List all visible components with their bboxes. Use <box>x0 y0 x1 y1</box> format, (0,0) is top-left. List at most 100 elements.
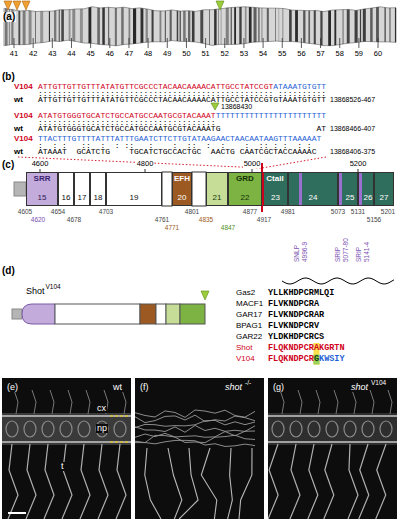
chromosome-band <box>108 4 109 48</box>
division-number: 55 <box>278 50 286 58</box>
domain-name: GRD <box>236 175 254 183</box>
panel-label: (a) <box>2 12 16 22</box>
division-tick <box>52 38 53 48</box>
motif-stripe <box>359 173 362 205</box>
division-tick <box>109 38 110 48</box>
chromosome-band <box>261 4 263 48</box>
green-arrowhead <box>201 291 209 300</box>
sequence: AT <box>316 125 326 133</box>
chromosome-band <box>320 4 322 48</box>
chromosome-band <box>328 4 331 48</box>
residue-number: 4703 <box>99 209 113 216</box>
chromosome-band <box>80 4 83 48</box>
chromosome-band <box>334 4 336 48</box>
domain-box: 19 <box>106 172 162 206</box>
chromosome-band <box>239 4 241 48</box>
aligned-sequence: FLVKNDPCRA <box>268 300 319 309</box>
residue-highlight <box>313 343 319 365</box>
chromosome-band <box>59 4 60 48</box>
protein-name: BPAG1 <box>236 322 262 330</box>
genotype-label: shot <box>350 383 369 392</box>
chromosome-band <box>129 4 131 48</box>
row-name: V104 <box>14 112 33 120</box>
chromosome-band <box>267 4 269 48</box>
structure-label: cx <box>96 404 107 413</box>
division-tick <box>282 38 283 48</box>
sequence: ATATGTGGGTGCATCTGCCATGCCAATGCGTACAAATG <box>38 125 220 133</box>
division-tick <box>339 38 340 48</box>
chromosome-band <box>303 4 305 48</box>
chromosome-band <box>209 4 211 48</box>
chromosome-band <box>177 4 179 48</box>
chromosome-band <box>278 4 280 48</box>
domain-number: 16 <box>62 194 71 202</box>
domain-number: 20 <box>178 194 187 202</box>
residue-number: 4877 <box>243 209 257 216</box>
chromosome-band <box>363 4 366 48</box>
panel-label: (e) <box>6 383 19 392</box>
division-tick <box>14 38 15 48</box>
residue-number: 5141-4 <box>364 242 371 262</box>
chromosome-band <box>5 4 8 48</box>
chromosome-band <box>295 4 298 48</box>
row-name: V104 <box>14 83 33 91</box>
micrograph <box>268 378 397 519</box>
residue-number: 4605 <box>18 209 32 216</box>
chromosome-band <box>314 4 316 48</box>
division-number: 54 <box>259 50 267 58</box>
cut-site-line <box>261 206 263 212</box>
panel-label: (f) <box>139 383 150 392</box>
efh-domain <box>140 304 156 324</box>
chromosome-band <box>188 4 190 48</box>
motif-name: SRIP <box>335 247 342 262</box>
division-number: 44 <box>67 50 75 58</box>
coordinate: 13868430 <box>221 103 252 110</box>
row-name: wt <box>14 96 23 104</box>
chromosome-band <box>9 4 10 48</box>
chromosome-band <box>249 4 252 48</box>
chromosome-band <box>217 4 219 48</box>
chromosome-band <box>342 4 344 48</box>
chromosome-band <box>200 4 203 48</box>
protein-tail <box>14 182 26 196</box>
structure-label: np <box>96 424 108 433</box>
aligned-sequence: KWSIY <box>319 355 345 364</box>
chromosome-band <box>192 4 195 48</box>
aligned-sequence: FLQKNDPCR <box>268 355 314 364</box>
domain-number: 19 <box>130 194 139 202</box>
chromosome-band <box>165 4 166 48</box>
scale-number: 5200 <box>349 160 368 168</box>
level-marker <box>110 415 130 416</box>
chromosome-band <box>254 4 257 48</box>
residue-number: 4996-9 <box>302 242 309 262</box>
domain-number: 27 <box>380 194 389 202</box>
panel-label: (g) <box>272 383 285 392</box>
division-tick <box>378 38 379 48</box>
domain-number: 15 <box>38 194 47 202</box>
residue-number: 4801 <box>185 209 199 216</box>
orange-arrowhead <box>4 1 12 10</box>
domain-name: SRR <box>34 175 51 183</box>
domain-name: Ctail <box>266 175 283 183</box>
scale-bar <box>8 512 26 514</box>
domain-number: 24 <box>309 194 318 202</box>
aligned-sequence: YLDKHDPCRCS <box>268 333 324 342</box>
division-number: 42 <box>29 50 37 58</box>
green-arrowhead <box>211 103 219 110</box>
domain-box: 18 <box>90 172 106 206</box>
division-number: 60 <box>374 50 382 58</box>
residue-number: 4761 <box>155 217 169 224</box>
chromosome-band <box>289 4 292 48</box>
chromosome-band <box>245 4 247 48</box>
panel-label: (c) <box>2 160 14 170</box>
residue-number: 5201 <box>381 209 395 216</box>
division-tick <box>186 38 187 48</box>
scale-number: 4800 <box>136 160 155 168</box>
chromosome-band <box>49 4 50 48</box>
division-tick <box>320 38 321 48</box>
coordinate: 13868526-467 <box>330 96 375 103</box>
allele-superscript: V104 <box>370 380 387 387</box>
row-name: wt <box>14 125 23 133</box>
sequence: TTTTTTTTTTTTTTTTTTTTTTT <box>216 112 326 120</box>
division-tick <box>263 38 264 48</box>
